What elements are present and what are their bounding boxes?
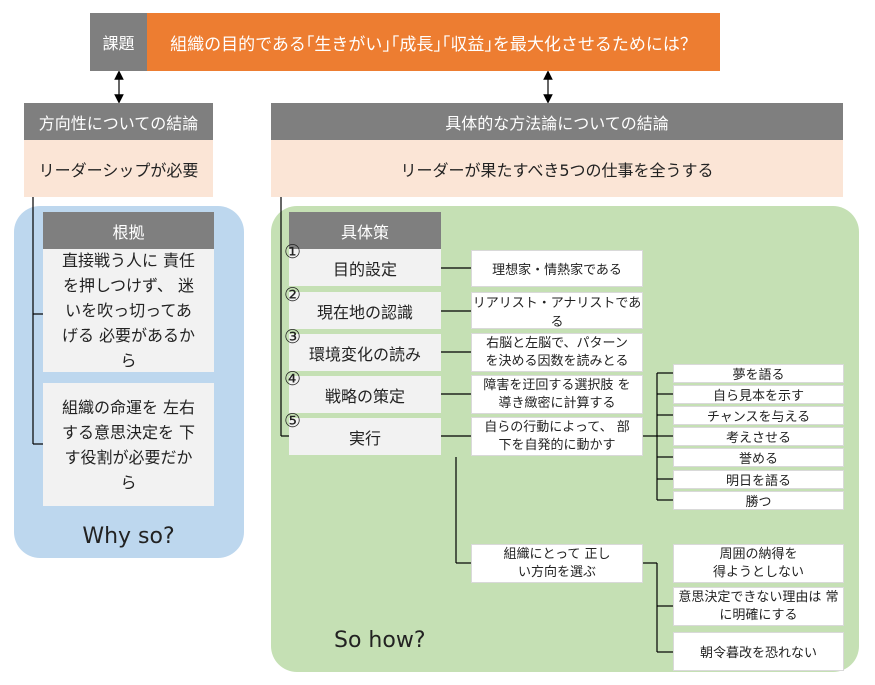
step-detail-4: 障害を迂回する選択肢 を導き緻密に計算する (471, 375, 643, 414)
direction-action-3: 朝令暮改を恐れない (673, 632, 844, 671)
action-2: 自ら見本を示す (673, 385, 844, 404)
step-detail-2: リアリスト・アナリストである (471, 292, 643, 330)
action-1: 夢を語る (673, 364, 844, 383)
step-detail-5: 自らの行動によって、 部下を自発的に動かす (471, 417, 643, 456)
direction-action-1: 周囲の納得を 得ようとしない (673, 544, 844, 583)
method-title: 具体的な方法論についての結論 (271, 103, 843, 140)
direction-conclusion: リーダーシップが必要 (24, 140, 213, 197)
so-how-label: So how? (334, 628, 426, 653)
measures-title: 具体策 (289, 212, 441, 249)
step-5: 実行 (289, 418, 441, 455)
step-number-3: ③ (284, 326, 302, 348)
direction-item: 組織にとって 正しい方向を選ぶ (471, 544, 643, 583)
action-5: 誉める (673, 448, 844, 467)
step-4: 戦略の策定 (289, 376, 441, 413)
basis-title: 根拠 (43, 212, 214, 249)
basis-reason-2: 組織の命運を 左右する意思決定を 下す役割が必要だから (43, 383, 214, 506)
step-number-2: ② (284, 284, 302, 306)
header-question: 組織の目的である｢生きがい｣｢成長｣｢収益｣を最大化させるためには？ (147, 13, 720, 71)
step-number-5: ⑤ (284, 410, 302, 432)
action-3: チャンスを与える (673, 406, 844, 425)
step-detail-1: 理想家・情熱家である (471, 250, 643, 287)
direction-title: 方向性についての結論 (24, 103, 213, 140)
why-so-label: Why so? (82, 523, 175, 549)
step-1: 目的設定 (289, 249, 441, 286)
step-number-1: ① (284, 241, 302, 263)
step-2: 現在地の認識 (289, 292, 441, 329)
action-7: 勝つ (673, 491, 844, 510)
direction-action-2: 意思決定できない理由は 常に明確にする (673, 587, 844, 626)
step-3: 環境変化の読み (289, 334, 441, 371)
action-6: 明日を語る (673, 470, 844, 489)
step-number-4: ④ (284, 368, 302, 390)
method-conclusion: リーダーが果たすべき5つの仕事を全うする (271, 140, 843, 197)
step-detail-3: 右脳と左脳で、パターン を決める因数を読みとる (471, 333, 643, 372)
header-tag: 課題 (90, 13, 147, 71)
action-4: 考えさせる (673, 427, 844, 446)
basis-reason-1: 直接戦う人に 責任を押しつけず、 迷いを吹っ切ってあげる 必要があるから (43, 249, 214, 372)
